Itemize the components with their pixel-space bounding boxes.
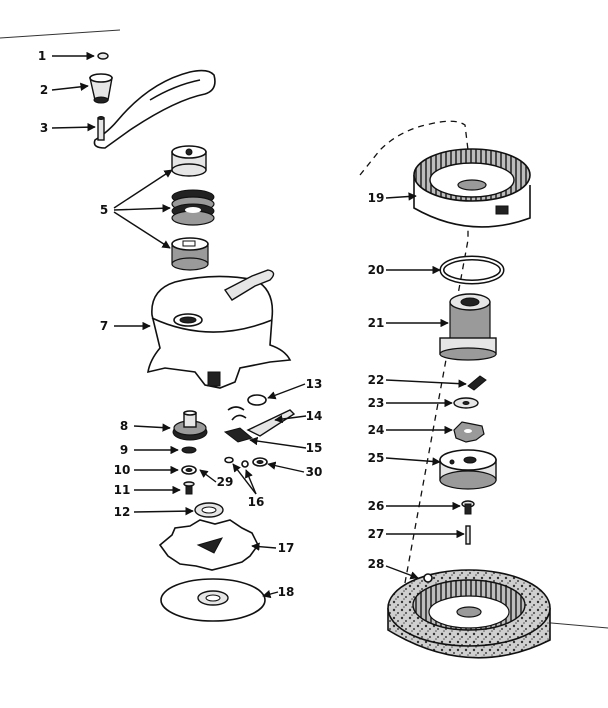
label-10: 10: [114, 463, 131, 477]
part-3-crank-handle: [93, 69, 216, 149]
label-27: 27: [368, 527, 385, 541]
label-2: 2: [40, 83, 48, 97]
label-9: 9: [120, 443, 128, 457]
label-1: 1: [38, 49, 46, 63]
part-19-ring-gear: [413, 148, 531, 228]
dashed-assembly-line: [359, 120, 469, 611]
part-16: [241, 460, 249, 468]
part-9-washer: [181, 446, 197, 454]
label-7: 7: [100, 319, 108, 333]
part-labels: 1 2 3 5 7 8 9 10 11 12 13 14 15 30 29 16…: [38, 49, 385, 599]
label-12: 12: [114, 505, 131, 519]
label-26: 26: [368, 499, 385, 513]
label-28: 28: [368, 557, 385, 571]
label-3: 3: [40, 121, 48, 135]
part-23-washer: [453, 397, 479, 409]
leader-lines: [51, 51, 467, 599]
label-25: 25: [368, 451, 385, 465]
part-12-ring: [194, 502, 224, 518]
label-11: 11: [114, 483, 131, 497]
part-24-cam: [453, 421, 485, 443]
label-17: 17: [278, 541, 295, 555]
label-18: 18: [278, 585, 295, 599]
part-2-knob: [89, 73, 113, 104]
part-30: [252, 457, 268, 467]
part-25-hub: [439, 449, 497, 490]
part-20-o-ring: [439, 255, 505, 285]
scan-edge-marks: [0, 29, 608, 629]
part-13-clip: [227, 394, 267, 411]
label-21: 21: [368, 316, 385, 330]
label-14: 14: [306, 409, 323, 423]
label-13: 13: [306, 377, 323, 391]
part-28-base-wheel: [387, 569, 551, 659]
part-18-bottom-plate: [160, 578, 266, 622]
label-15: 15: [306, 441, 323, 455]
label-19: 19: [368, 191, 385, 205]
part-10-washer: [181, 465, 197, 475]
part-27-pin: [465, 525, 471, 545]
part-21-cylinder: [439, 293, 497, 361]
label-20: 20: [368, 263, 385, 277]
part-29: [224, 456, 234, 464]
part-17-star-disc: [158, 519, 259, 571]
part-5-spring-assembly: [171, 145, 215, 271]
part-7-housing-cover: [147, 269, 292, 389]
label-24: 24: [368, 423, 385, 437]
label-16: 16: [248, 495, 265, 509]
label-5: 5: [100, 203, 108, 217]
part-11-screw: [183, 481, 195, 495]
part-26-screw: [461, 500, 475, 515]
label-29: 29: [217, 475, 234, 489]
label-30: 30: [306, 465, 323, 479]
label-22: 22: [368, 373, 385, 387]
label-8: 8: [120, 419, 128, 433]
part-1: [97, 52, 109, 60]
part-8-gear: [172, 410, 208, 441]
part-22-clip: [467, 375, 487, 391]
label-23: 23: [368, 396, 385, 410]
